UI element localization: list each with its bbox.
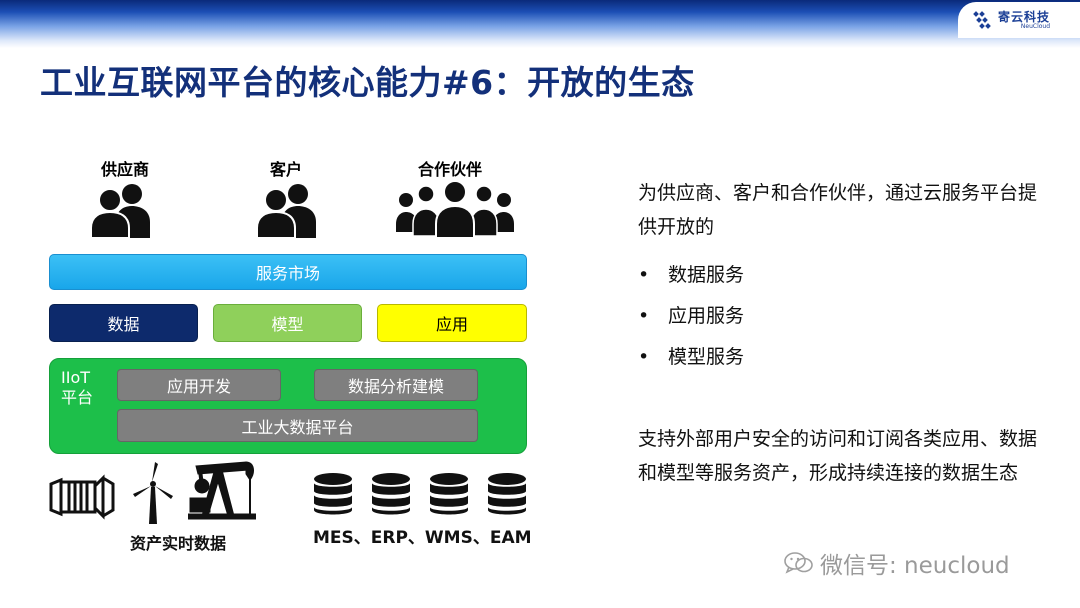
group-icon — [396, 180, 514, 238]
service-market-bar: 服务市场 — [49, 254, 527, 290]
wind-turbine-icon — [133, 462, 173, 524]
analytics-box: 数据分析建模 — [314, 369, 478, 401]
summary-text: 支持外部用户安全的访问和订阅各类应用、数据和模型等服务资产，形成持续连接的数据生… — [638, 428, 1038, 484]
logo-icon — [973, 11, 991, 29]
turbine-engine-icon — [49, 474, 115, 520]
company-logo: 寄云科技 NeuCloud — [958, 2, 1080, 38]
systems-label: MES、ERP、WMS、EAM — [313, 528, 532, 548]
database-icon — [372, 473, 410, 515]
wechat-watermark: 微信号: neucloud — [784, 546, 1010, 580]
logo-name-en: NeuCloud — [1020, 22, 1051, 30]
slide-title: 工业互联网平台的核心能力#6：开放的生态 — [40, 63, 695, 102]
two-people-icon — [256, 184, 316, 238]
database-icon — [314, 473, 352, 515]
header-bar — [0, 0, 1080, 48]
model-box: 模型 — [213, 304, 362, 342]
bullet-item: 数据服务 — [638, 258, 744, 299]
bigdata-platform-box: 工业大数据平台 — [117, 409, 478, 442]
watermark-text: 微信号: neucloud — [820, 553, 1010, 579]
oil-pump-icon — [188, 461, 256, 520]
service-bullet-list: 数据服务 应用服务 模型服务 — [638, 258, 744, 381]
asset-data-label: 资产实时数据 — [130, 534, 227, 553]
iiot-label-line1: IIoT — [61, 368, 90, 387]
bullet-item: 应用服务 — [638, 299, 744, 340]
group-label-partner: 合作伙伴 — [417, 160, 482, 179]
logo-name-cn: 寄云科技 — [998, 9, 1051, 24]
app-box: 应用 — [377, 304, 527, 342]
database-icon — [430, 473, 468, 515]
iiot-label-line2: 平台 — [61, 388, 94, 407]
group-label-customer: 客户 — [269, 160, 302, 179]
data-box: 数据 — [49, 304, 198, 342]
app-dev-box: 应用开发 — [117, 369, 281, 401]
intro-text: 为供应商、客户和合作伙伴，通过云服务平台提供开放的 — [638, 182, 1038, 238]
wechat-icon — [784, 552, 813, 574]
database-icon — [488, 473, 526, 515]
two-people-icon — [90, 184, 150, 238]
group-label-supplier: 供应商 — [100, 160, 149, 179]
bullet-item: 模型服务 — [638, 340, 744, 381]
iiot-platform-label: IIoT 平台 — [61, 368, 93, 408]
